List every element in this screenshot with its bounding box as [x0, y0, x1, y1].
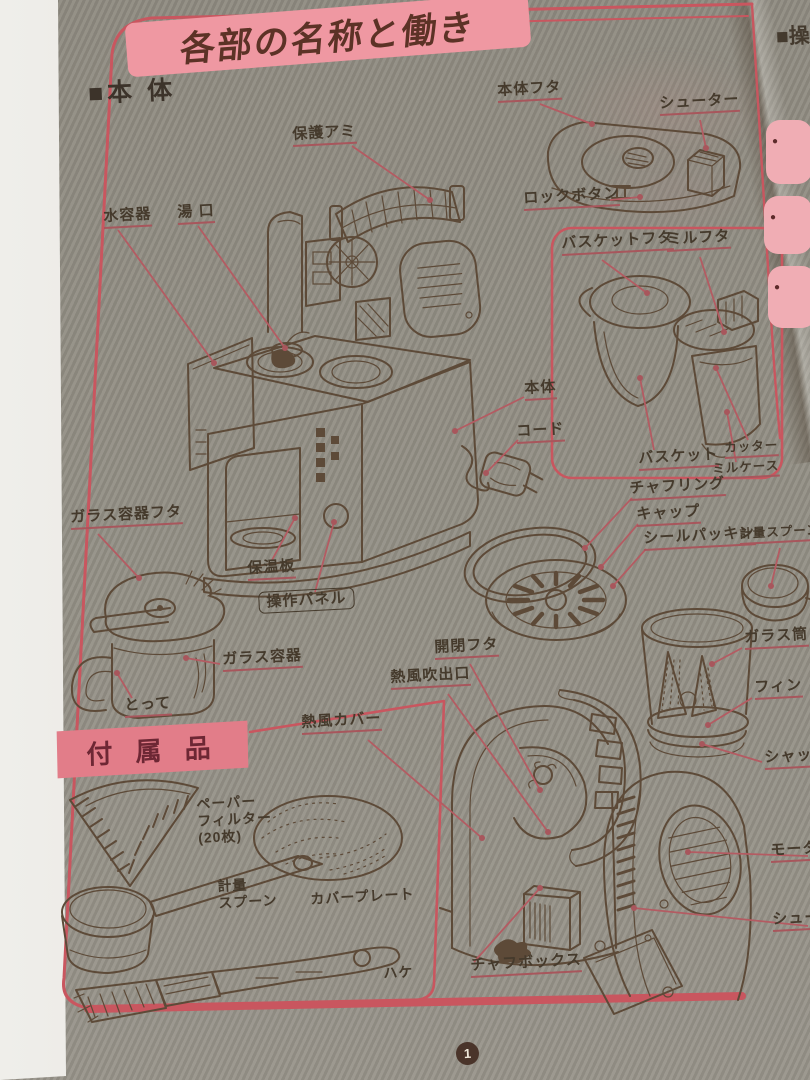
next-page-pink-box: ●	[768, 266, 810, 328]
next-page-heading-partial: ■操	[775, 24, 810, 49]
label-fin: フィン	[754, 676, 803, 700]
pointer-lines	[97, 103, 809, 963]
label-glass-cylinder: ガラス筒	[744, 625, 809, 650]
accessory-spoon-drawing	[61, 855, 323, 974]
label-warming-plate: 保温板	[247, 557, 297, 581]
chaff-ring-drawing	[463, 526, 627, 641]
bullet-icon: ●	[772, 136, 779, 147]
accessory-box-frame	[248, 699, 446, 1002]
label-protective-mesh: 保護アミ	[292, 122, 357, 147]
label-measuring-spoon-accessory: 計量 スプーン	[217, 876, 278, 911]
glass-cylinder-drawing	[641, 608, 753, 758]
label-shooter-bottom: シュー	[772, 908, 810, 932]
label-hot-air-outlet: 熱風吹出口	[390, 664, 472, 690]
label-paper-filter: ペーパー フィルター (20枚)	[196, 792, 273, 846]
label-measuring-spoon-right: 計量スプーン	[739, 522, 810, 545]
cover-plate-drawing	[253, 795, 403, 881]
lid-drawing	[546, 121, 742, 214]
label-body-lid: 本体フタ	[497, 78, 563, 103]
page-number: 1	[463, 1045, 472, 1062]
measuring-spoon-drawing	[741, 564, 810, 622]
label-shutter: シャッター	[764, 744, 810, 770]
label-cutter: カッター	[724, 438, 779, 459]
bullet-icon: ●	[770, 212, 777, 223]
basket-box-frame	[550, 226, 784, 480]
label-basket: バスケット	[638, 445, 720, 471]
hot-air-cover-drawing	[439, 689, 642, 966]
motor-unit-drawing	[583, 770, 752, 1015]
label-handle: とって	[124, 694, 172, 718]
basket-drawing	[578, 275, 761, 458]
label-water-tank: 水容器	[103, 205, 153, 229]
bullet-icon: ●	[774, 282, 781, 293]
main-unit-drawing	[187, 185, 544, 598]
label-hot-air-cover: 熱風カバー	[301, 709, 383, 735]
next-page-pink-box: ●	[766, 120, 810, 184]
label-main-body: 本体	[524, 378, 558, 401]
label-mill-lid: ミルフタ	[666, 227, 732, 252]
accessories-heading: 付 属 品	[86, 732, 219, 770]
section-heading-body: ■本 体	[87, 76, 177, 108]
paper-filter-drawing	[69, 779, 199, 887]
label-brush: ハケ	[383, 963, 414, 981]
label-cord: コード	[516, 420, 566, 444]
label-glass-container: ガラス容器	[222, 646, 303, 672]
label-shooter-top: シューター	[659, 90, 741, 116]
next-page-pink-box: ●	[764, 196, 810, 254]
label-hot-water-outlet: 湯 口	[177, 202, 216, 225]
label-open-close-lid: 開閉フタ	[434, 635, 500, 660]
brush-drawing	[73, 946, 401, 1023]
label-cap: キャップ	[636, 502, 702, 527]
label-motor: モーター	[770, 838, 810, 863]
